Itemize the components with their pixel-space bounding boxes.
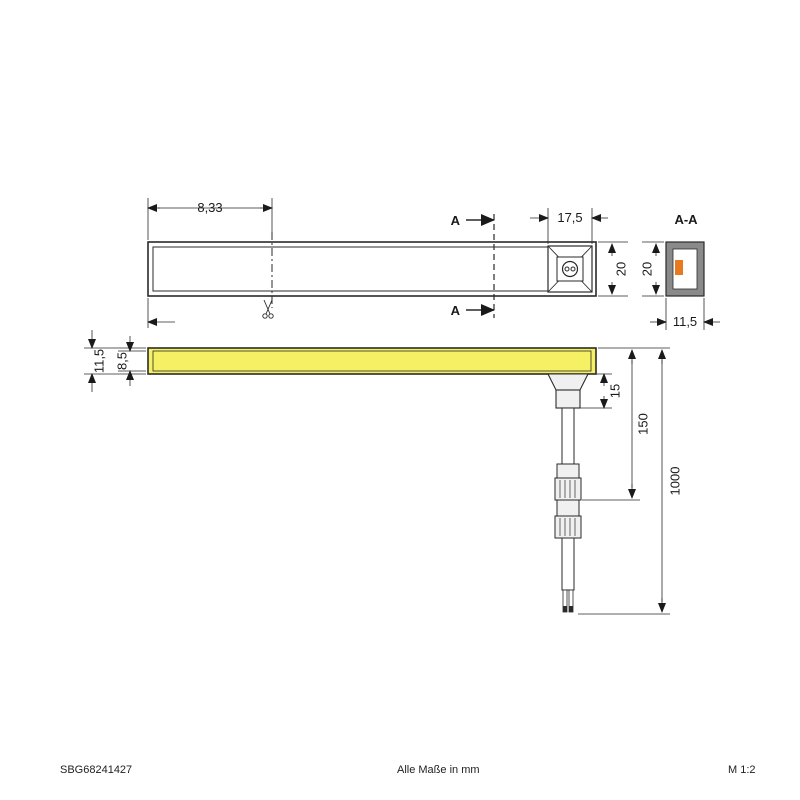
dim-side-light-height: 8,5 — [114, 352, 129, 370]
dim-cable-to-connector: 150 — [635, 413, 650, 435]
dim-cut-distance: 8,33 — [197, 200, 222, 215]
top-view: 8,33 A A 17,5 20 — [147, 198, 628, 328]
article-code: SBG68241427 — [60, 764, 133, 776]
cable — [561, 407, 575, 465]
section-title: A-A — [674, 212, 698, 227]
dim-top-height: 20 — [613, 262, 628, 276]
profile-outline-top — [147, 241, 597, 297]
dim-section-height: 20 — [639, 262, 654, 276]
led-chip — [675, 260, 683, 275]
dim-side-total-height: 11,5 — [91, 349, 106, 373]
dim-connector-length: 15 — [607, 384, 622, 398]
section-view: A-A 20 11,5 — [639, 212, 720, 330]
plug-icon — [554, 463, 582, 539]
dim-section-width: 11,5 — [673, 314, 697, 329]
dim-connector-width: 17,5 — [557, 210, 582, 225]
scissors-icon — [262, 299, 274, 319]
section-mark-bottom: A — [451, 303, 461, 318]
dim-cable-total: 1000 — [667, 467, 682, 496]
connector-body — [555, 389, 581, 409]
side-view: 11,5 8,5 15 150 1000 — [84, 330, 682, 615]
profile-side — [147, 347, 597, 375]
cable-elbow — [547, 373, 589, 391]
units-note: Alle Maße in mm — [397, 764, 480, 776]
connector-port-icon — [561, 260, 579, 278]
cable-end-wires — [562, 589, 574, 613]
cable-lower — [561, 537, 575, 591]
scale-label: M 1:2 — [728, 764, 756, 776]
profile-inner-top — [152, 246, 592, 292]
section-mark-top: A — [451, 213, 461, 228]
